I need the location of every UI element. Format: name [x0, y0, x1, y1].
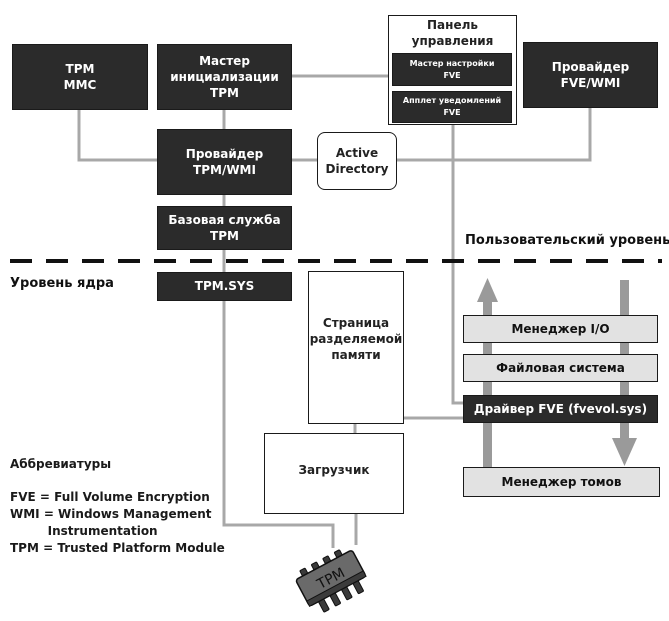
- node-shared-memory-page[interactable]: Страница разделяемой памяти: [308, 271, 404, 424]
- abbreviation-item: Instrumentation: [10, 524, 158, 538]
- abbreviation-item: FVE = Full Volume Encryption: [10, 490, 210, 504]
- node-tpm-base-service[interactable]: Базовая служба TPM: [157, 206, 292, 250]
- edge-tpm-sys-to-chip: [222, 300, 335, 548]
- node-file-system[interactable]: Файловая система: [463, 354, 658, 382]
- kernel-level-label: Уровень ядра: [10, 276, 114, 291]
- node-tpm-mmc[interactable]: TPM MMC: [12, 44, 148, 110]
- node-active-directory[interactable]: Active Directory: [317, 132, 397, 190]
- user-level-label: Пользовательский уровень: [465, 233, 669, 248]
- abbreviation-item: WMI = Windows Management: [10, 507, 212, 521]
- tpm-chip-icon: TPM: [295, 549, 367, 613]
- up-arrow: [477, 278, 498, 468]
- edge-mmc-to-tpm-wmi: [77, 110, 157, 162]
- abbreviation-item: TPM = Trusted Platform Module: [10, 541, 225, 555]
- node-fve-driver[interactable]: Драйвер FVE (fvevol.sys): [463, 395, 658, 423]
- node-io-manager[interactable]: Менеджер I/O: [463, 315, 658, 343]
- control-panel-title: Панель управления: [411, 18, 494, 48]
- edge-ad-to-fve-wmi: [397, 108, 592, 162]
- node-tpm-sys[interactable]: TPM.SYS: [157, 272, 292, 301]
- node-bootloader[interactable]: Загрузчик: [264, 433, 404, 514]
- node-tpm-wmi-provider[interactable]: Провайдер TPM/WMI: [157, 129, 292, 195]
- node-fve-wmi-provider[interactable]: Провайдер FVE/WMI: [523, 42, 658, 108]
- abbreviations-title: Аббревиатуры: [10, 457, 112, 471]
- node-fve-setup-wizard[interactable]: Мастер настройки FVE: [392, 53, 512, 86]
- node-tpm-init-wizard[interactable]: Мастер инициализации TPM: [157, 44, 292, 110]
- edge-control-panel-to-fve-driver: [451, 125, 463, 405]
- node-volume-manager[interactable]: Менеджер томов: [463, 467, 660, 497]
- abbreviations-list: FVE = Full Volume Encryption WMI = Windo…: [10, 489, 225, 557]
- node-fve-notify-applet[interactable]: Апплет уведомлений FVE: [392, 91, 512, 123]
